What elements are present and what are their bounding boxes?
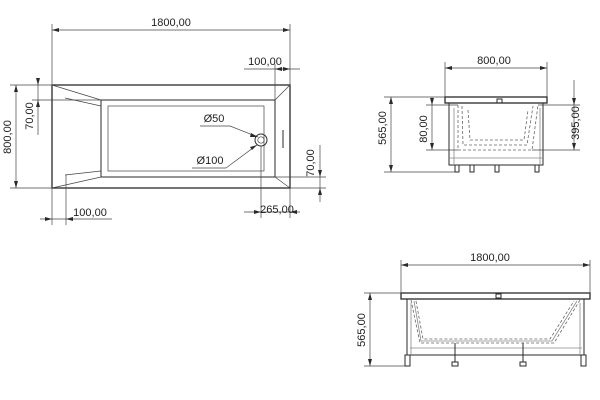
front-length-dim: 1800,00 xyxy=(470,252,510,264)
side-view: 800,00 565,00 80,00 395,00 xyxy=(377,55,582,173)
side-rim xyxy=(444,96,548,104)
wall-dim-right: 70,00 xyxy=(305,149,317,177)
side-basin-hidden xyxy=(457,104,539,151)
side-depth-dim: 395,00 xyxy=(570,106,582,140)
front-view: 1800,00 565,00 xyxy=(356,252,591,367)
drain-outer xyxy=(254,133,268,147)
tub-outline-top xyxy=(51,84,291,189)
wall-dim-left: 70,00 xyxy=(24,102,36,130)
side-rim-dim: 80,00 xyxy=(418,115,430,143)
length-dim-top: 1800,00 xyxy=(151,17,191,29)
width-dim-top: 800,00 xyxy=(2,120,14,154)
side-width-dim: 800,00 xyxy=(477,55,511,67)
overflow-diameter-label: Ø100 xyxy=(197,155,224,167)
drain-diameter-label: Ø50 xyxy=(204,113,225,125)
basin-bottom-top xyxy=(107,105,265,172)
side-body xyxy=(448,102,544,166)
top-view: 1800,00 100,00 800,00 70,00 70,00 1 xyxy=(2,17,326,225)
rim-dim-top-right: 100,00 xyxy=(248,56,282,68)
drain-inner xyxy=(257,136,265,144)
basin-outline-top xyxy=(100,99,276,178)
front-height-dim: 565,00 xyxy=(356,313,368,347)
drain-offset-dim: 265,00 xyxy=(260,204,294,216)
rim-dim-bottom-left: 100,00 xyxy=(73,207,107,219)
front-body xyxy=(406,298,585,356)
side-height-dim: 565,00 xyxy=(377,111,389,145)
front-basin-hidden xyxy=(410,299,581,344)
